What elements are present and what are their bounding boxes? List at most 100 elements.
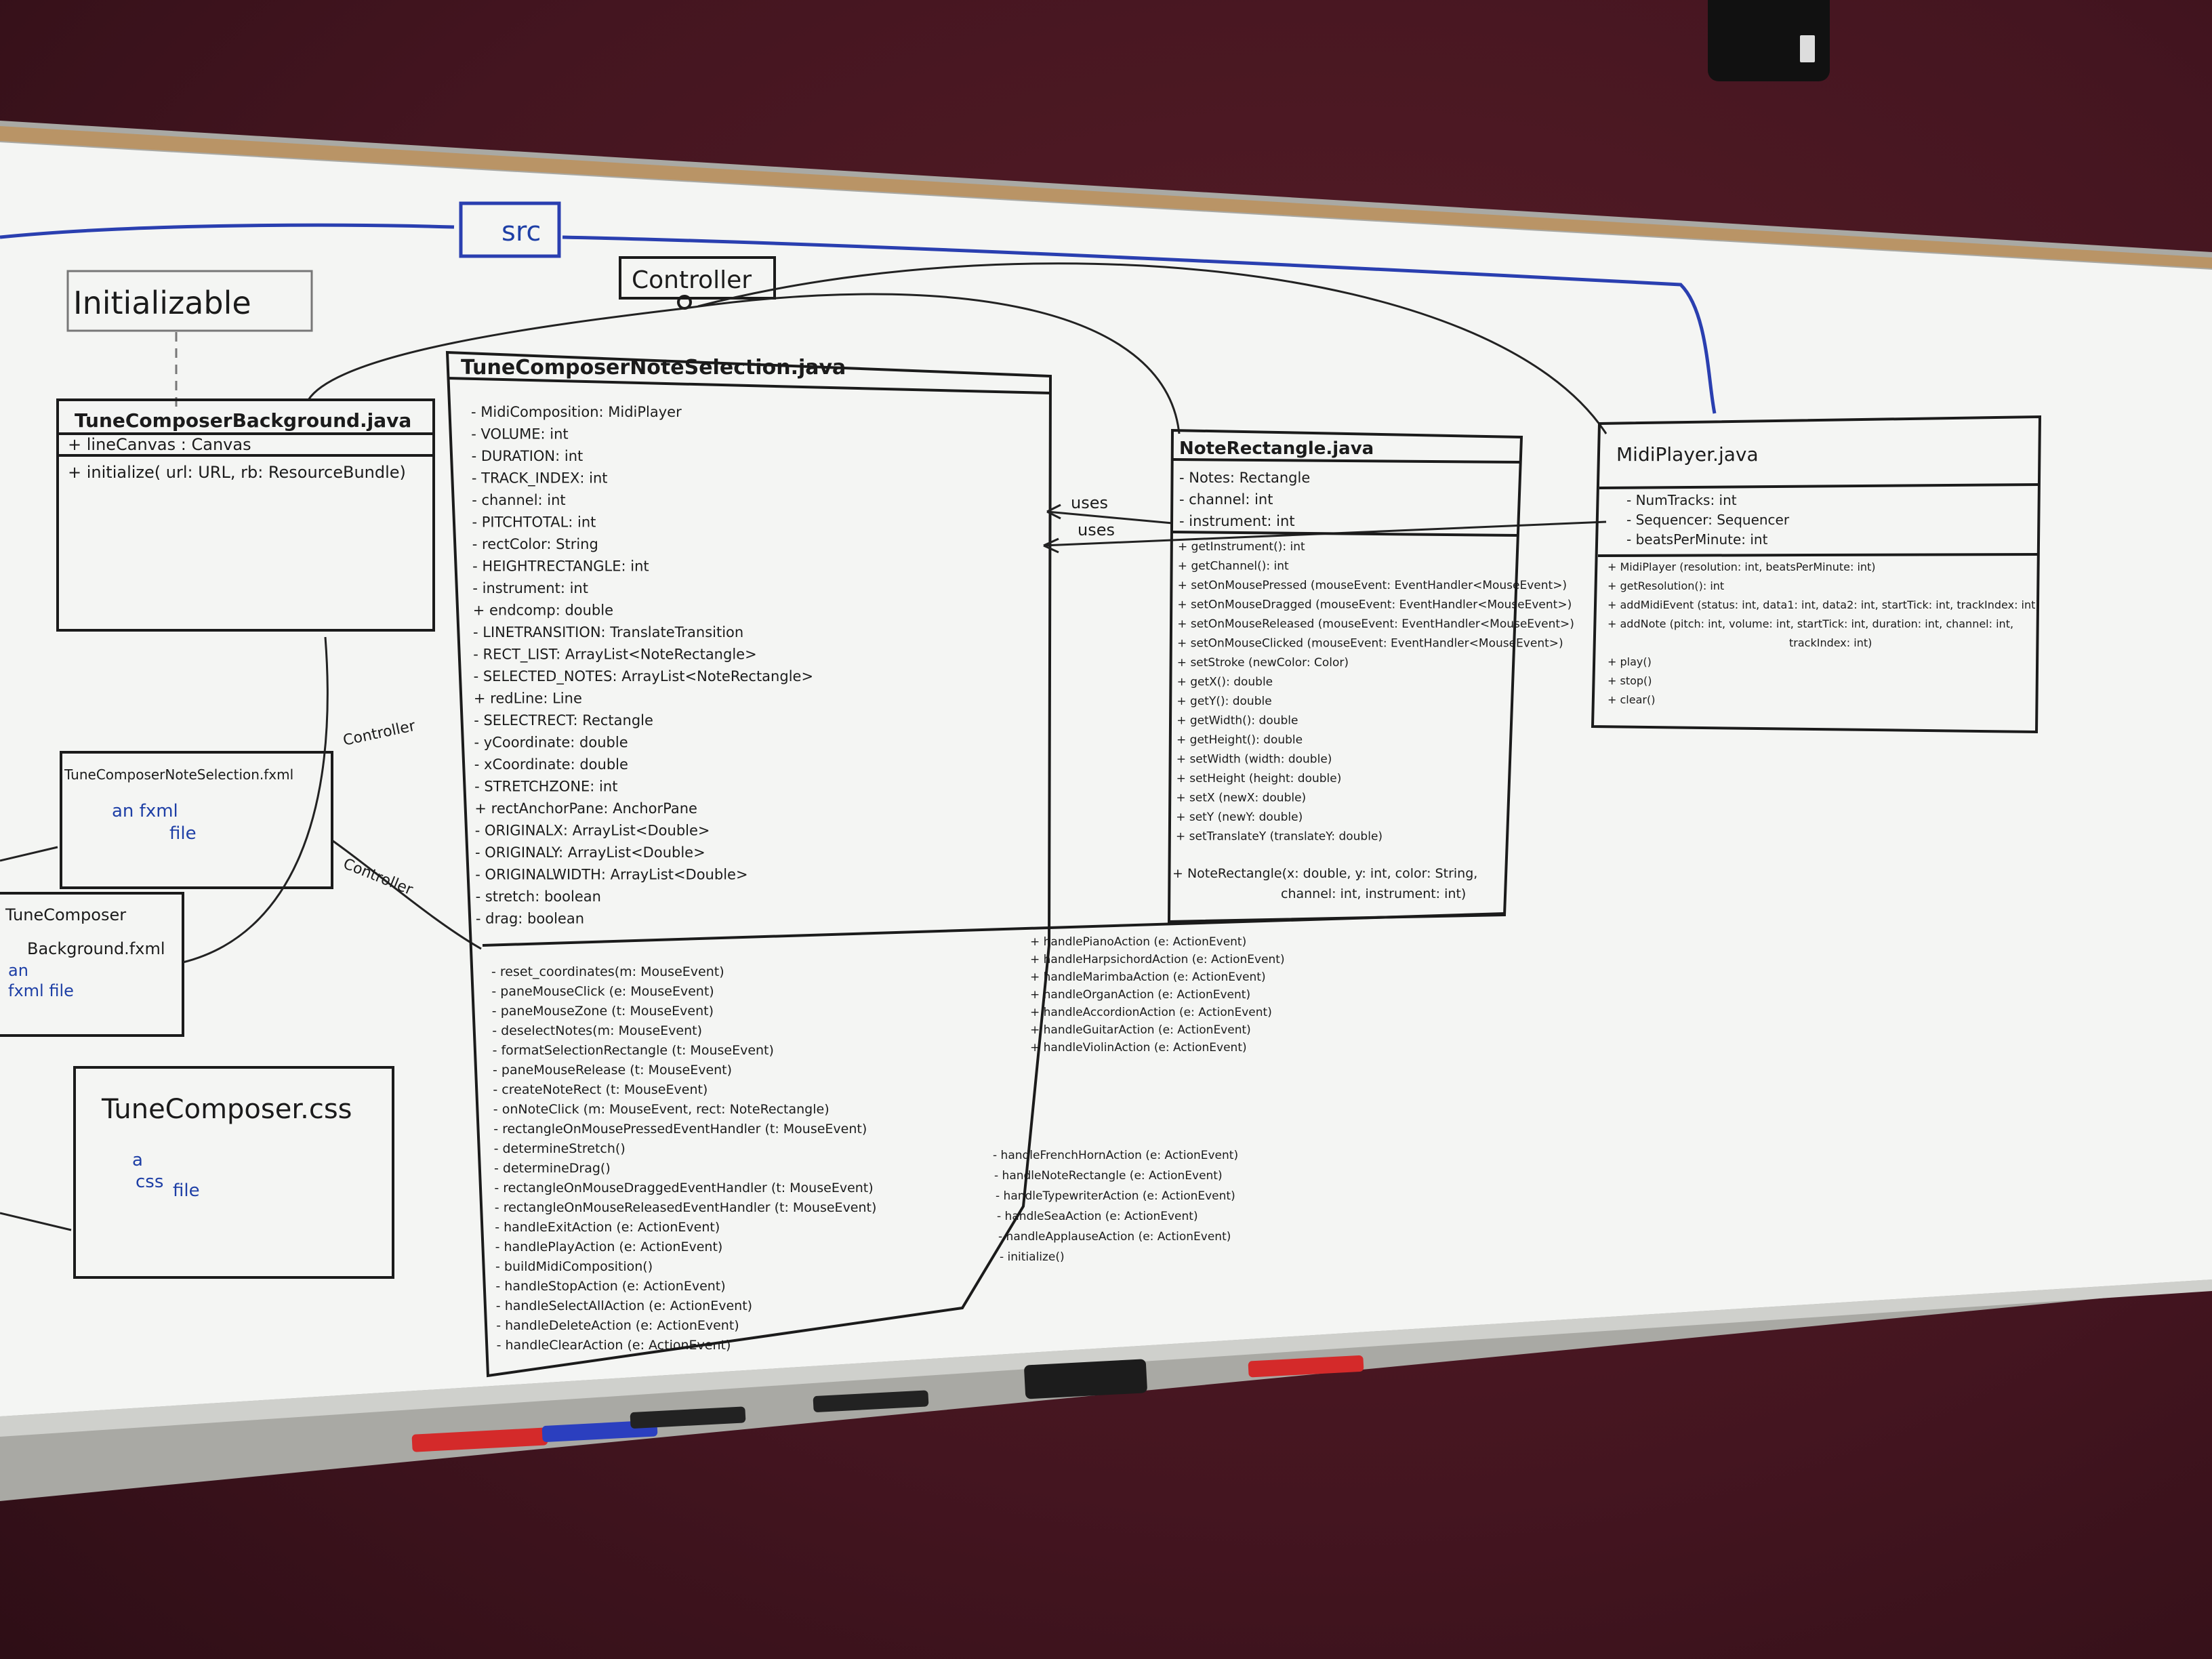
marker-tray [0,1279,2212,1437]
initializable-label: Initializable [73,285,251,321]
midi-player-field: - NumTracks: int [1626,492,1737,508]
selection-method: - handleExitAction (e: ActionEvent) [495,1220,720,1235]
selection-class: TuneComposerNoteSelection.java - MidiCom… [445,350,1505,1378]
background-class: TuneComposerBackground.java + lineCanvas… [56,398,435,632]
red-marker-2 [1248,1355,1364,1378]
css-file-title: TuneComposer.css [101,1094,352,1125]
selection-method: - determineDrag() [494,1161,611,1176]
note-rectangle-method: + getWidth(): double [1176,714,1298,728]
selection-method: - paneMouseZone (t: MouseEvent) [492,1004,714,1019]
note-rectangle-class: NoteRectangle.java - Notes: Rectangle - c… [1167,428,1574,924]
selection-method: - handleTypewriterAction (e: ActionEvent… [996,1189,1235,1203]
note-rectangle-field: - channel: int [1179,491,1273,508]
selection-field: - ORIGINALY: ArrayList<Double> [475,844,705,861]
selection-method: - onNoteClick (m: MouseEvent, rect: Note… [493,1102,830,1117]
uses-label: uses [1071,493,1108,512]
note-rectangle-method: + setX (newX: double) [1176,792,1306,805]
blue-marker [541,1420,658,1442]
selection-method: - handleFrenchHornAction (e: ActionEvent… [993,1149,1238,1162]
selection-field: - channel: int [472,492,565,508]
midi-player-method: + getResolution(): int [1607,579,1724,592]
note-rectangle-method: + getInstrument(): int [1178,540,1305,554]
midi-player-field: - beatsPerMinute: int [1626,531,1768,548]
selection-method: + handleViolinAction (e: ActionEvent) [1030,1041,1247,1054]
midi-to-controller-line [697,262,1607,434]
midi-player-method: + clear() [1607,693,1655,706]
selection-field: - TRACK_INDEX: int [472,470,608,487]
selection-field: - xCoordinate: double [474,756,628,773]
noterect-to-controller-line [684,293,1181,434]
midi-player-method: + addNote (pitch: int, volume: int, star… [1607,617,2013,630]
note-rectangle-method: + setOnMousePressed (mouseEvent: EventHa… [1178,579,1567,592]
note-rectangle-method: + setOnMouseReleased (mouseEvent: EventH… [1177,617,1574,631]
background-fxml-title: Background.fxml [27,939,165,958]
css-file-note: file [173,1181,200,1201]
selection-method: - determineStretch() [494,1141,626,1156]
midi-player-method: + MidiPlayer (resolution: int, beatsPerM… [1607,560,1876,573]
src-label: src [501,216,541,247]
selection-field: - instrument: int [472,580,588,596]
controller-link-1 [182,636,329,964]
board-surface [0,142,2212,1416]
controller-link-2 [331,839,482,950]
background-method: + initialize( url: URL, rb: ResourceBund… [68,463,406,482]
selection-fxml-file: TuneComposerNoteSelection.fxml an fxml f… [60,751,333,889]
midi-player-method: + stop() [1607,674,1652,687]
note-rectangle-method: + getY(): double [1176,695,1271,708]
selection-method: - initialize() [1000,1250,1065,1264]
selection-field: - drag: boolean [476,911,584,927]
background-field: + lineCanvas : Canvas [68,435,251,454]
background-to-controller-line [307,307,685,401]
note-rectangle-method: + setHeight (height: double) [1176,772,1342,785]
black-marker-2 [813,1390,929,1412]
uses-arrow-1 [1046,510,1173,525]
selection-method: - handleSeaAction (e: ActionEvent) [997,1210,1198,1223]
selection-field: + endcomp: double [473,602,613,619]
uses-arrowhead-2 [1043,537,1059,554]
midi-player-class: MidiPlayer.java - NumTracks: int- Sequen… [1591,415,2042,734]
cork-strip [0,126,2212,268]
note-rectangle-title: NoteRectangle.java [1179,438,1374,459]
uses-label: uses [1078,520,1115,539]
selection-method: - rectangleOnMouseReleasedEventHandler (… [495,1200,877,1215]
selection-method: - handleNoteRectangle (e: ActionEvent) [994,1169,1223,1183]
midi-player-field: - Sequencer: Sequencer [1626,512,1790,528]
background-fxml-title: TuneComposer [5,905,126,924]
selection-field: - stretch: boolean [476,888,601,905]
selection-method: - paneMouseRelease (t: MouseEvent) [493,1063,732,1078]
selection-field: - MidiComposition: MidiPlayer [471,404,682,420]
css-file-note: a [132,1150,143,1170]
midi-player-method: + addMidiEvent (status: int, data1: int,… [1607,598,2040,611]
selection-field: - rectColor: String [472,536,598,552]
controller-box [619,256,776,300]
selection-method: - createNoteRect (t: MouseEvent) [493,1082,708,1097]
note-rectangle-field: - Notes: Rectangle [1179,470,1310,486]
selection-method: - paneMouseClick (e: MouseEvent) [491,984,714,999]
selection-method: + handlePianoAction (e: ActionEvent) [1030,935,1246,949]
selection-field: - SELECTED_NOTES: ArrayList<NoteRectangl… [474,668,813,685]
speaker-logo-icon [1800,35,1815,62]
note-rectangle-method: + setTranslateY (translateY: double) [1176,830,1382,844]
midi-player-method: trackIndex: int) [1789,636,1872,649]
selection-method: - handleSelectAllAction (e: ActionEvent) [496,1298,752,1313]
selection-field: - STRETCHZONE: int [474,779,617,795]
note-rectangle-method: + getX(): double [1177,676,1273,689]
selection-field: - SELECTRECT: Rectangle [474,712,653,729]
note-rectangle-method: + getChannel(): int [1178,560,1289,573]
background-fxml-file: TuneComposer Background.fxml an fxml fil… [0,892,184,1037]
controller-label: Controller [632,266,752,294]
selection-fxml-note: an fxml [112,801,178,821]
css-file-note: css [136,1172,163,1192]
selection-field: - PITCHTOTAL: int [472,514,596,531]
selection-method: - buildMidiComposition() [495,1259,653,1274]
css-arrow [0,1212,72,1231]
note-rectangle-constructor: channel: int, instrument: int) [1281,886,1466,901]
note-rectangle-field: - instrument: int [1179,513,1295,529]
blue-src-line-left [0,223,455,239]
uses-arrowhead-1 [1046,504,1061,520]
midi-player-method: + play() [1607,655,1652,668]
note-rectangle-method: + setWidth (width: double) [1176,753,1332,766]
selection-field: - VOLUME: int [471,426,568,443]
selection-field: - LINETRANSITION: TranslateTransition [473,624,743,640]
